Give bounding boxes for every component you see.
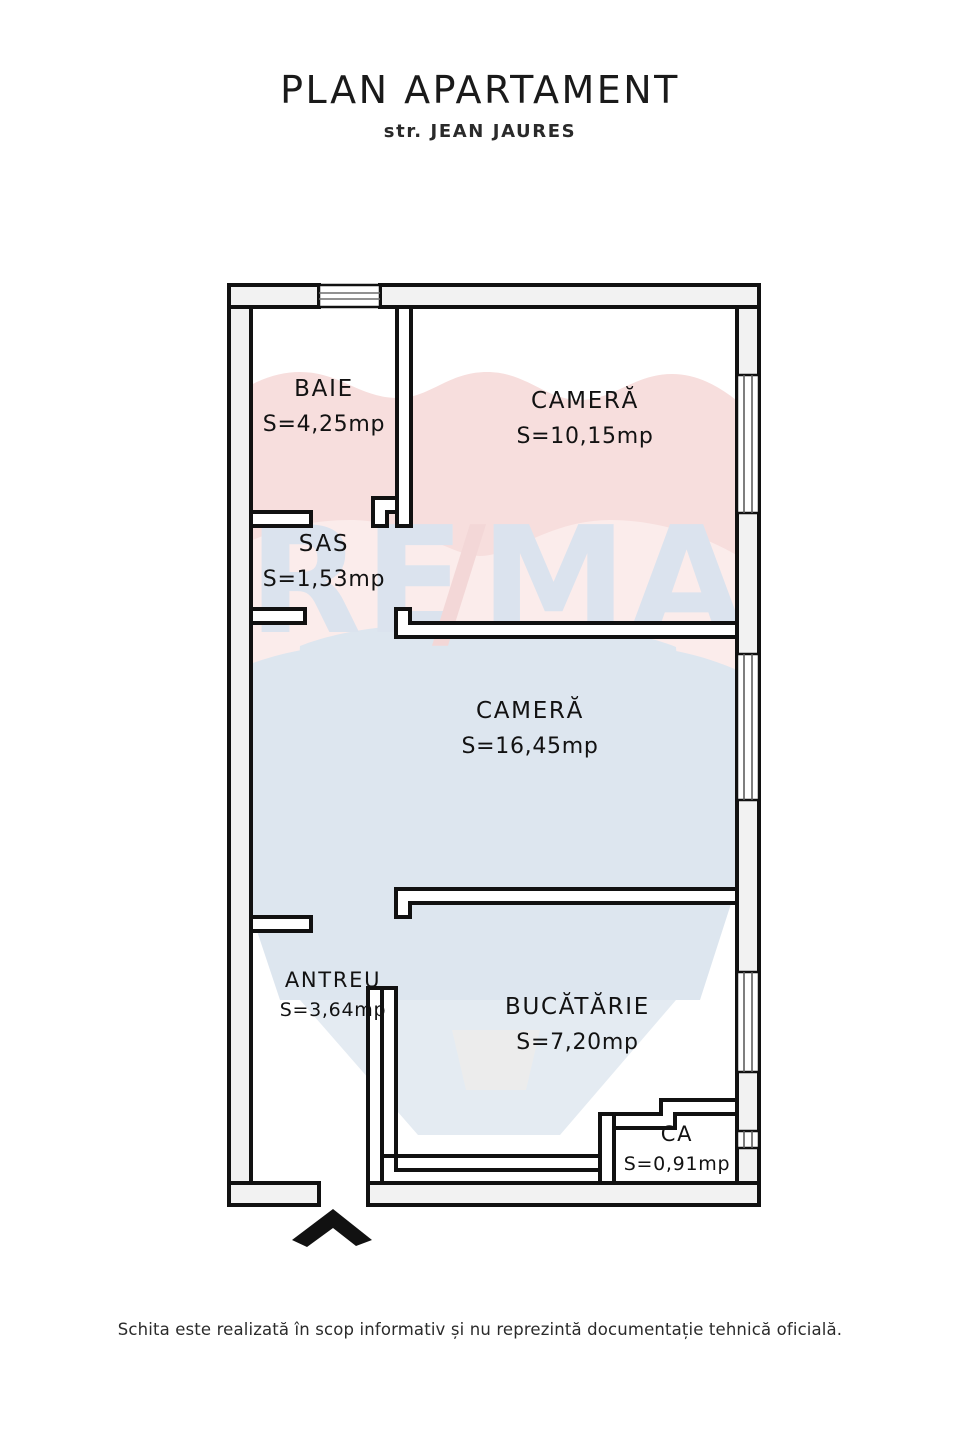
svg-text:MAX: MAX bbox=[480, 495, 862, 667]
window-right-upper bbox=[735, 373, 761, 515]
partition-antreu-north bbox=[249, 915, 313, 933]
window-right-middle bbox=[735, 652, 761, 802]
partition-sas-camera2 bbox=[249, 607, 307, 625]
partition-baie-camera-vertical bbox=[395, 305, 413, 528]
interior-partitions bbox=[249, 305, 739, 1185]
page-subtitle: str. JEAN JAURES bbox=[383, 121, 577, 142]
entrance-arrow bbox=[292, 1209, 372, 1247]
page-title: PLAN APARTAMENT bbox=[280, 68, 680, 112]
partition-bucatarie-west bbox=[380, 986, 398, 1158]
partition-camera2-south bbox=[394, 887, 739, 919]
partition-camera2-north bbox=[394, 607, 739, 639]
exterior-wall-top-right bbox=[378, 283, 761, 309]
exterior-wall-bottom-right bbox=[366, 1181, 761, 1207]
partition-baie-south bbox=[249, 510, 313, 528]
window-right-ca bbox=[735, 1129, 761, 1150]
plan-header: PLAN APARTAMENT str. JEAN JAURES bbox=[0, 0, 960, 142]
partition-ca-north bbox=[612, 1098, 739, 1130]
exterior-wall-top-left bbox=[227, 283, 321, 309]
plan-footer: Schita este realizată în scop informativ… bbox=[0, 1320, 960, 1339]
exterior-wall-bottom-left bbox=[227, 1181, 321, 1207]
partition-ca-west bbox=[598, 1112, 616, 1185]
window-right-lower bbox=[735, 970, 761, 1074]
exterior-wall-left bbox=[227, 283, 253, 1207]
partition-bucatarie-south bbox=[394, 1154, 602, 1172]
partition-antreu-bucatarie bbox=[366, 986, 384, 1185]
window-top bbox=[317, 283, 382, 309]
door-jamb-baie bbox=[371, 496, 399, 528]
disclaimer-text: Schita este realizată în scop informativ… bbox=[117, 1320, 843, 1339]
